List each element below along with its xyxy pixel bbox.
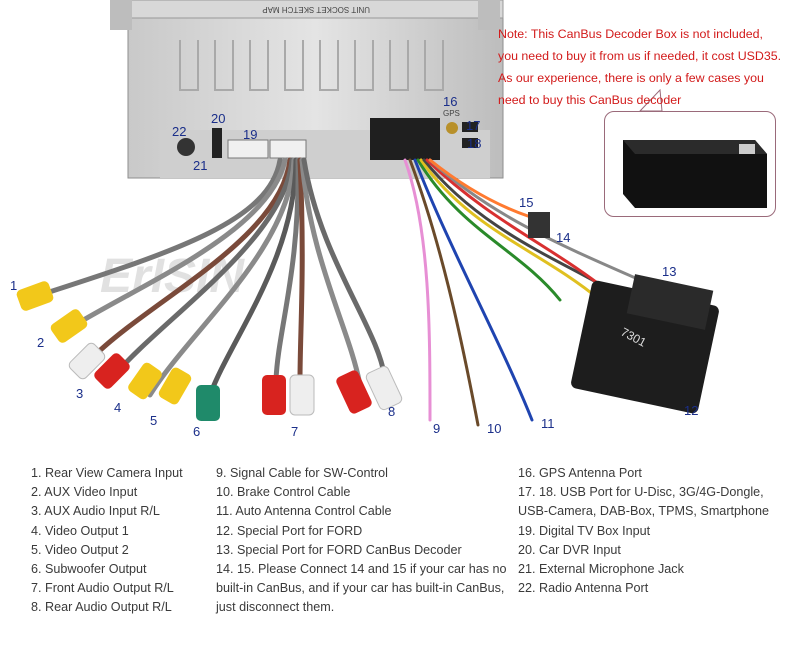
legend-item: 12. Special Port for FORD xyxy=(216,523,363,538)
callout-14: 14 xyxy=(556,230,570,245)
callout-18: 18 xyxy=(467,136,481,151)
legend-item: 21. External Microphone Jack xyxy=(518,562,684,577)
callout-15: 15 xyxy=(519,195,533,210)
legend-item: 2. AUX Video Input xyxy=(31,485,138,500)
legend-column-1: 1. Rear View Camera Input 2. AUX Video I… xyxy=(31,464,211,618)
rca-plug-5a xyxy=(128,362,162,400)
callout-9: 9 xyxy=(433,421,440,436)
canbus-note: Note: This CanBus Decoder Box is not inc… xyxy=(498,23,783,111)
power-cable-bundle xyxy=(403,158,642,427)
rca-cable-bundle xyxy=(37,157,388,398)
callout-11: 11 xyxy=(541,416,555,431)
rca-plug-7 xyxy=(262,374,315,416)
callout-10: 10 xyxy=(487,421,501,436)
legend-item: 8. Rear Audio Output R/L xyxy=(31,600,172,615)
callout-6: 6 xyxy=(193,424,200,439)
legend-item: 11. Auto Antenna Control Cable xyxy=(216,504,392,519)
legend-column-2: 9. Signal Cable for SW-Control 10. Brake… xyxy=(216,464,508,618)
rca-plug-5b xyxy=(158,367,192,405)
legend-item: 7. Front Audio Output R/L xyxy=(31,581,174,596)
legend-column-3: 16. GPS Antenna Port 17. 18. USB Port fo… xyxy=(518,464,783,598)
legend-item: 5. Video Output 2 xyxy=(31,542,129,557)
rca-plug-2 xyxy=(50,309,88,343)
note-line: Note: This CanBus Decoder Box is not inc… xyxy=(498,27,763,41)
callout-5: 5 xyxy=(150,413,157,428)
canbus-decoder-image xyxy=(604,111,776,217)
callout-13: 13 xyxy=(662,264,676,279)
callout-4: 4 xyxy=(114,400,121,415)
callout-20: 20 xyxy=(211,111,225,126)
decoder-box-icon xyxy=(623,140,767,208)
gps-port-label: GPS xyxy=(443,109,460,118)
legend-item: 20. Car DVR Input xyxy=(518,542,621,557)
callout-12: 12 xyxy=(684,403,698,418)
rca-plug-8 xyxy=(336,365,403,414)
legend-item: 3. AUX Audio Input R/L xyxy=(31,504,160,519)
legend-item: 22. Radio Antenna Port xyxy=(518,581,649,596)
callout-16: 16 xyxy=(443,94,457,109)
legend-item: 4. Video Output 1 xyxy=(31,523,129,538)
callout-7: 7 xyxy=(291,424,298,439)
note-line: As our experience, there is only a few c… xyxy=(498,71,764,85)
legend-item: 17. 18. USB Port for U-Disc, 3G/4G-Dongl… xyxy=(518,485,770,519)
legend-item: 6. Subwoofer Output xyxy=(31,562,147,577)
legend-item: 14. 15. Please Connect 14 and 15 if your… xyxy=(216,562,507,615)
legend-item: 19. Digital TV Box Input xyxy=(518,523,651,538)
legend-item: 9. Signal Cable for SW-Control xyxy=(216,466,388,480)
connector-14-15 xyxy=(528,212,550,238)
legend-item: 16. GPS Antenna Port xyxy=(518,466,642,480)
callout-3: 3 xyxy=(76,386,83,401)
rca-plug-1 xyxy=(16,281,54,311)
note-line: you need to buy it from us if needed, it… xyxy=(498,49,782,63)
callout-1: 1 xyxy=(10,278,17,293)
rca-plug-4 xyxy=(94,353,130,389)
legend-item: 13. Special Port for FORD CanBus Decoder xyxy=(216,542,462,557)
callout-22: 22 xyxy=(172,124,186,139)
callout-8: 8 xyxy=(388,404,395,419)
rca-plug-6 xyxy=(196,385,220,421)
note-line: need to buy this CanBus decoder xyxy=(498,93,682,107)
rca-plug-3 xyxy=(68,342,106,380)
callout-19: 19 xyxy=(243,127,257,142)
callout-2: 2 xyxy=(37,335,44,350)
callout-21: 21 xyxy=(193,158,207,173)
head-unit-rear-panel xyxy=(110,0,504,179)
ford-connector xyxy=(571,274,719,414)
legend-item: 1. Rear View Camera Input xyxy=(31,466,183,480)
legend-item: 10. Brake Control Cable xyxy=(216,485,351,500)
callout-17: 17 xyxy=(466,118,480,133)
wiring-harness-figure: UNIT SOCKET SKETCH MAP GPS ErISIN xyxy=(10,0,719,439)
unit-socket-label: UNIT SOCKET SKETCH MAP xyxy=(262,5,370,14)
